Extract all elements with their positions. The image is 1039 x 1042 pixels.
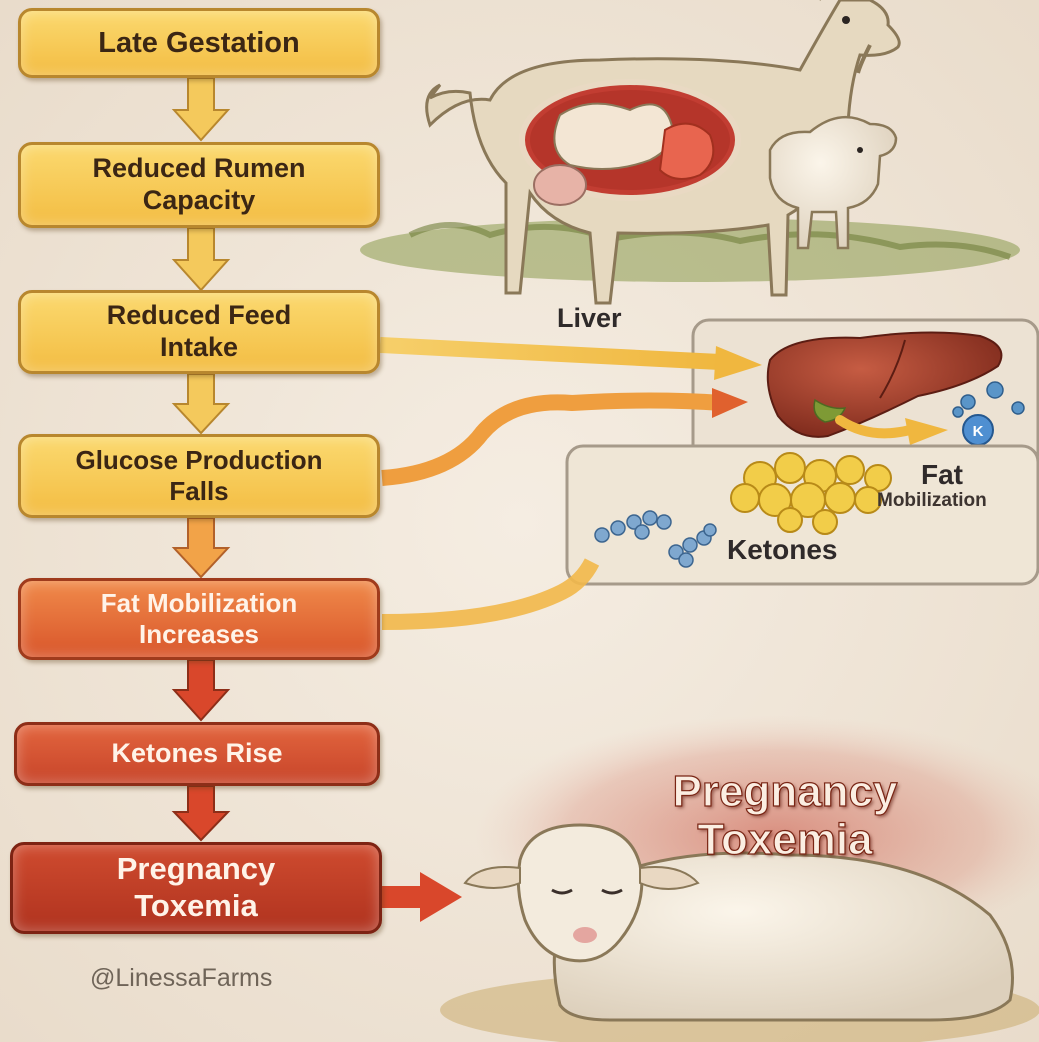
step-label: Late Gestation <box>98 26 299 60</box>
step-label-line1: Reduced Feed <box>107 300 292 332</box>
svg-text:K: K <box>973 423 984 440</box>
mobilization-label: Mobilization <box>877 490 987 512</box>
step-label-line1: Glucose Production <box>75 445 322 476</box>
outcome-title-line2: Toxemia <box>620 816 950 864</box>
step-label-line2: Intake <box>160 332 238 364</box>
step-label-line1: Fat Mobilization <box>101 588 297 619</box>
liver-label: Liver <box>557 303 622 334</box>
step-fat-mobilization-increases: Fat Mobilization Increases <box>18 578 380 660</box>
outcome-title-line1: Pregnancy <box>620 768 950 816</box>
step-reduced-rumen-capacity: Reduced Rumen Capacity <box>18 142 380 228</box>
step-label-line1: Pregnancy <box>117 851 276 888</box>
step-reduced-feed-intake: Reduced Feed Intake <box>18 290 380 374</box>
step-ketones-rise: Ketones Rise <box>14 722 380 786</box>
ketones-label: Ketones <box>727 534 837 566</box>
step-label-line2: Capacity <box>143 185 256 217</box>
step-label-line2: Toxemia <box>134 888 257 925</box>
fat-label: Fat <box>921 459 963 491</box>
step-label: Ketones Rise <box>111 738 282 770</box>
credit-watermark: @LinessaFarms <box>90 964 272 993</box>
step-label-line2: Falls <box>169 476 228 507</box>
step-label-line1: Reduced Rumen <box>92 153 305 185</box>
step-glucose-production-falls: Glucose Production Falls <box>18 434 380 518</box>
outcome-title: Pregnancy Toxemia <box>620 768 950 865</box>
step-late-gestation: Late Gestation <box>18 8 380 78</box>
step-label-line2: Increases <box>139 619 259 650</box>
step-pregnancy-toxemia: Pregnancy Toxemia <box>10 842 382 934</box>
